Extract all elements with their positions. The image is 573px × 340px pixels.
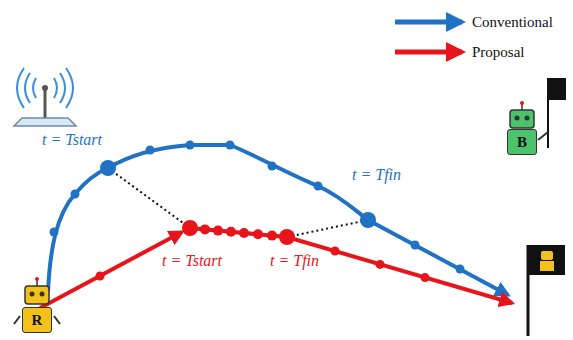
path-points (96, 220, 430, 282)
robot-letter: B (517, 134, 527, 150)
antenna-icon (14, 68, 76, 126)
robot-body: B (507, 129, 537, 155)
legend-text: Conventional (472, 13, 553, 31)
robot-letter: R (32, 312, 43, 328)
legend-arrow (395, 50, 462, 55)
dotted-link (287, 220, 368, 237)
time-label: t = Tfin (268, 252, 321, 270)
time-label: t = Tfin (350, 166, 403, 184)
robot-body: R (22, 307, 52, 333)
proposal-path (190, 228, 512, 303)
time-label: t = Tstart (40, 131, 104, 149)
legend-text: Proposal (472, 43, 525, 61)
path-points (50, 141, 465, 274)
legend-arrow (395, 20, 462, 25)
time-label: t = Tstart (160, 252, 224, 270)
dotted-link (108, 168, 190, 228)
conventional-path (48, 145, 508, 295)
proposal-path (40, 232, 182, 308)
goal-flag (528, 245, 565, 336)
